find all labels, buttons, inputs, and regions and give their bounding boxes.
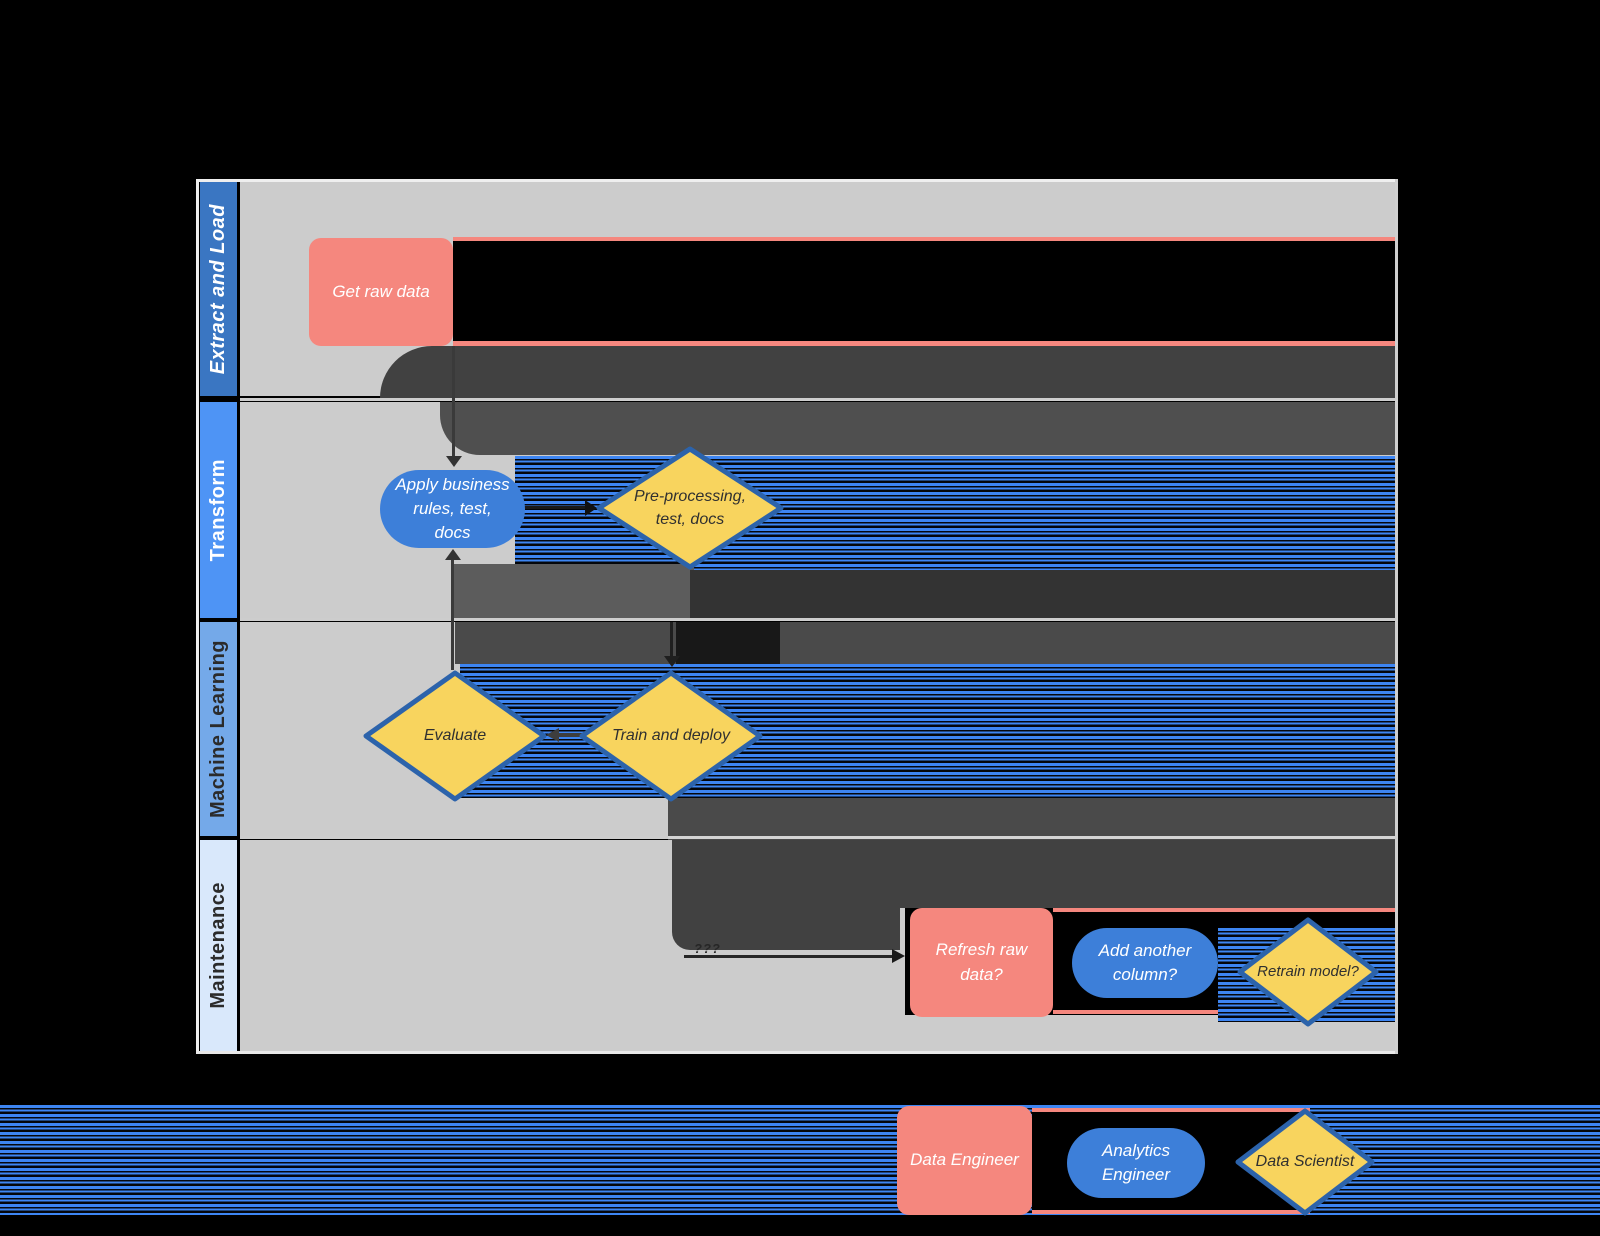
canvas-right-border (1395, 179, 1398, 1054)
node-retrain-model-label: Retrain model? (1257, 963, 1359, 981)
node-retrain-model: Retrain model? (1237, 917, 1379, 1027)
lane-title-transform: Transform (207, 458, 229, 562)
lane4-band-fringe-top (1053, 908, 1395, 912)
edge-maintenance-loop-line (684, 955, 894, 958)
lane-boundary-3 (240, 836, 1395, 839)
canvas-top-border (196, 179, 1398, 182)
legend-data-scientist-label: Data Scientist (1255, 1153, 1355, 1171)
lane1-dark-band (380, 346, 1395, 398)
lane2-dark-bottom-right (690, 570, 1395, 618)
lane-boundary-1 (240, 398, 1395, 401)
node-add-another-column: Add another column? (1072, 928, 1218, 998)
edge-evaluate-to-applyrules-arrowhead (445, 549, 461, 560)
lane-header-extract-and-load: Extract and Load (200, 182, 237, 396)
diamond-shape (363, 670, 547, 802)
lane-header-machine-learning: Machine Learning (200, 622, 237, 836)
canvas-bottom-border (196, 1051, 1398, 1054)
lane3-dark-top-band (455, 622, 1395, 664)
node-apply-business-rules-label: Apply business rules, test, docs (395, 475, 510, 542)
edge-evaluate-to-applyrules-line (451, 560, 454, 670)
canvas-left-border (196, 179, 199, 1054)
legend-analytics-engineer: Analytics Engineer (1067, 1128, 1205, 1198)
node-refresh-raw-data-label: Refresh raw data? (935, 939, 1028, 984)
lane1-band-fringe-top (453, 237, 1395, 241)
maintenance-loop-label: ??? (694, 941, 721, 956)
lane-title-machine-learning: Machine Learning (207, 639, 229, 819)
node-apply-business-rules: Apply business rules, test, docs (380, 470, 525, 548)
node-add-another-column-label: Add another column? (1098, 941, 1192, 984)
lane-header-maintenance: Maintenance (200, 840, 237, 1051)
legend-data-engineer: Data Engineer (897, 1106, 1032, 1215)
diamond-shape (596, 446, 784, 570)
edge-preprocessing-to-train-line (670, 622, 673, 656)
node-train-and-deploy: Train and deploy (579, 670, 763, 802)
edge-applyrules-to-preprocessing-arrowhead (585, 500, 597, 516)
lane4-dark-lobe (672, 900, 900, 950)
lane4-dark-band (672, 840, 1395, 908)
edge-getraw-to-applyrules-line (452, 346, 455, 456)
legend-band-fringe-bottom (1032, 1210, 1310, 1214)
node-get-raw-data: Get raw data (309, 238, 453, 346)
legend-data-scientist: Data Scientist (1235, 1108, 1375, 1216)
node-refresh-raw-data: Refresh raw data? (910, 908, 1053, 1017)
diamond-shape (579, 670, 763, 802)
edge-maintenance-loop-arrowhead (892, 949, 905, 963)
edge-train-to-evaluate-arrowhead (546, 728, 559, 742)
diamond-shape (1235, 1108, 1375, 1216)
lane-header-transform: Transform (200, 402, 237, 618)
node-get-raw-data-label: Get raw data (332, 281, 430, 301)
node-pre-processing-label: Pre-processing, test, docs (633, 487, 747, 528)
edge-preprocessing-to-train-arrowhead (664, 656, 680, 667)
lane3-dark-top-black (676, 622, 780, 668)
node-evaluate-label: Evaluate (423, 727, 487, 745)
legend-data-engineer-label: Data Engineer (910, 1150, 1019, 1170)
lane1-black-band (453, 241, 1395, 341)
node-train-and-deploy-label: Train and deploy (612, 727, 730, 745)
lane1-band-fringe-bottom (453, 341, 1395, 346)
node-pre-processing: Pre-processing, test, docs (596, 446, 784, 570)
lane-boundary-2 (240, 618, 1395, 621)
edge-applyrules-to-preprocessing-line (523, 506, 585, 509)
edge-getraw-to-applyrules-arrowhead (446, 456, 462, 467)
node-evaluate: Evaluate (363, 670, 547, 802)
lane-title-extract-and-load: Extract and Load (207, 203, 229, 375)
lane2-dark-bottom-left (454, 564, 694, 618)
lane-title-maintenance: Maintenance (207, 882, 229, 1009)
legend-band-fringe-top (1032, 1108, 1310, 1112)
edge-train-to-evaluate-line (558, 733, 582, 737)
lane2-dark-top-band (440, 402, 1395, 455)
legend-analytics-engineer-label: Analytics Engineer (1101, 1141, 1171, 1184)
lane3-dark-bottom-band (668, 798, 1395, 840)
diamond-shape (1237, 917, 1379, 1027)
